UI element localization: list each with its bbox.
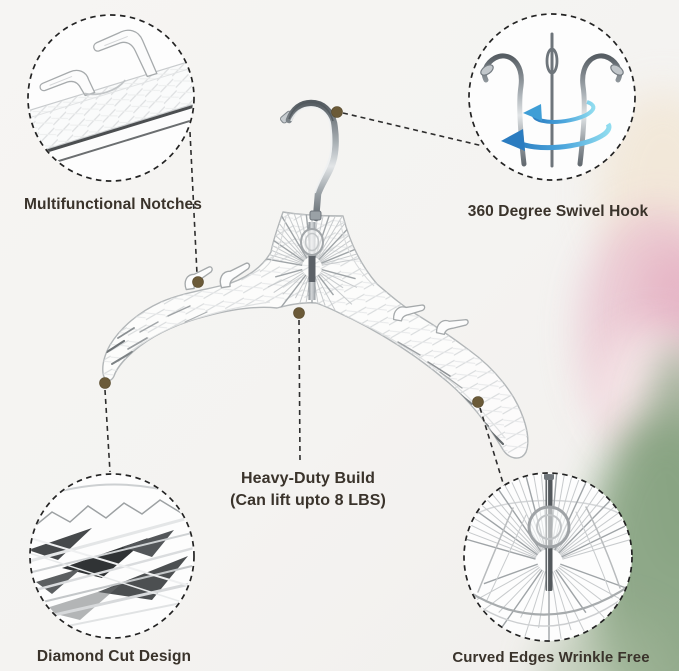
diamond-cut-zoom-icon <box>31 483 193 633</box>
anchor-dot <box>192 276 204 288</box>
callout-circle-swivel <box>468 13 636 181</box>
connector-swivel-hook <box>342 112 484 147</box>
swivel-hook <box>279 99 339 222</box>
hook-pin-and-ring <box>300 222 324 300</box>
label-curved-edges: Curved Edges Wrinkle Free Design <box>452 649 650 671</box>
connector-lines <box>104 112 508 497</box>
connector-curved-edges <box>479 407 508 497</box>
anchor-dot <box>293 307 305 319</box>
label-heavy-duty: Heavy-Duty Build (Can lift upto 8 LBS) <box>208 468 408 512</box>
anchor-dot <box>99 377 111 389</box>
notches-zoom-icon <box>29 29 193 180</box>
heavy-duty-line2: (Can lift upto 8 LBS) <box>230 492 386 509</box>
rotation-arrows-icon <box>501 100 612 151</box>
swivel-hook-zoom-icon <box>480 32 624 168</box>
heavy-duty-line1: Heavy-Duty Build <box>240 470 376 487</box>
callout-circle-notches <box>27 14 195 182</box>
connector-diamond-cut <box>104 389 111 473</box>
label-multifunctional-notches: Multifunctional Notches <box>24 196 202 213</box>
label-diamond-cut: Diamond Cut Design <box>36 648 192 665</box>
connector-notches <box>189 131 198 275</box>
label-swivel-hook: 360 Degree Swivel Hook <box>467 203 649 220</box>
anchor-dot <box>472 396 484 408</box>
callout-circle-diamond <box>29 473 195 639</box>
anchor-dot <box>331 106 343 118</box>
anchor-dots <box>99 106 484 408</box>
connector-heavy-duty <box>298 319 301 462</box>
hanger-illustration <box>102 99 529 459</box>
callout-circle-curved-edges <box>463 472 633 642</box>
